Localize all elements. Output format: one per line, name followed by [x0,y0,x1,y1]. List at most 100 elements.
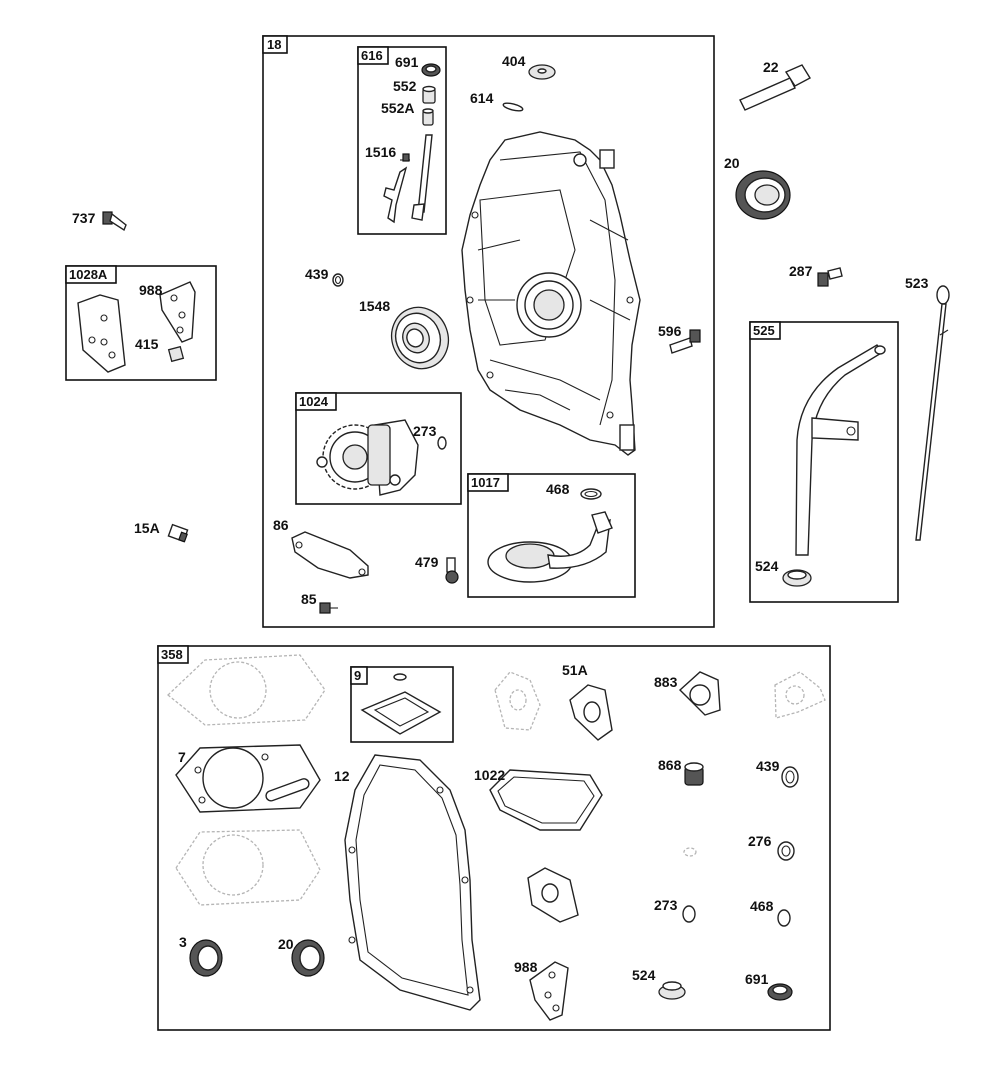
callout-86[interactable]: 86 [273,517,289,533]
callout-691-kit[interactable]: 691 [745,971,769,987]
group-616-tag[interactable]: 616 [361,48,383,63]
callout-439-kit[interactable]: 439 [756,758,780,774]
part-small-washer[interactable] [683,847,697,857]
callout-22[interactable]: 22 [763,59,779,75]
part-468-oring-kit[interactable] [777,909,791,927]
part-273-oring[interactable] [437,436,447,450]
part-oil-pickup-screen[interactable] [487,511,613,583]
callout-737[interactable]: 737 [72,210,96,226]
part-12-crankcase-gasket[interactable] [344,754,481,1011]
callout-552[interactable]: 552 [393,78,417,94]
callout-691-top[interactable]: 691 [395,54,419,70]
part-20-seal-kit[interactable] [291,939,325,977]
callout-468-top[interactable]: 468 [546,481,570,497]
part-552A-bushing[interactable] [422,108,434,126]
callout-523[interactable]: 523 [905,275,929,291]
part-1022-gasket[interactable] [489,769,603,831]
part-691-seal-small[interactable] [421,63,441,77]
group-1017-tag[interactable]: 1017 [471,475,500,490]
part-governor-bracket[interactable] [77,294,126,373]
part-439-oring[interactable] [332,273,344,287]
group-1028A-tag[interactable]: 1028A [69,267,108,282]
callout-12[interactable]: 12 [334,768,350,784]
callout-552A[interactable]: 552A [381,100,414,116]
callout-439-top[interactable]: 439 [305,266,329,282]
part-51A-gasket[interactable] [569,684,613,741]
group-1017-tag-box [467,473,509,492]
callout-287[interactable]: 287 [789,263,813,279]
group-18-tag[interactable]: 18 [267,37,281,52]
callout-524-kit[interactable]: 524 [632,967,656,983]
callout-415[interactable]: 415 [135,336,159,352]
part-468-oring[interactable] [580,488,602,500]
callout-883[interactable]: 883 [654,674,678,690]
part-287-screw[interactable] [817,267,843,287]
part-15A-connector[interactable] [167,523,189,543]
part-988-plate-kit[interactable] [529,961,569,1021]
part-404-washer[interactable] [528,64,556,80]
part-988-plate-small[interactable] [159,281,196,343]
part-524-plug[interactable] [782,569,812,587]
group-1024-tag-box [295,392,337,411]
part-524-plug-kit[interactable] [658,981,686,1000]
part-22-bolt[interactable] [739,64,811,111]
part-intake-gasket[interactable] [527,867,579,923]
callout-524-top[interactable]: 524 [755,558,779,574]
part-exhaust-gasket-alt[interactable] [774,671,826,719]
part-85-screw[interactable] [319,602,338,614]
part-596-screw[interactable] [669,329,701,354]
part-883-gasket[interactable] [678,671,721,716]
part-head-gasket-alt-bottom[interactable] [175,829,321,906]
callout-276[interactable]: 276 [748,833,772,849]
callout-7[interactable]: 7 [178,749,186,765]
part-oil-pump-gear[interactable] [316,419,419,496]
part-737-screw[interactable] [102,211,127,232]
part-276-oring[interactable] [777,841,795,861]
part-614-pin[interactable] [502,102,524,113]
callout-1022[interactable]: 1022 [474,767,505,783]
callout-85[interactable]: 85 [301,591,317,607]
part-20-seal[interactable] [735,170,791,220]
part-691-seal-kit[interactable] [767,983,793,1001]
part-head-gasket-alt-top[interactable] [167,654,326,726]
part-air-filter-gasket-kit[interactable] [360,673,442,735]
callout-3[interactable]: 3 [179,934,187,950]
group-358-tag[interactable]: 358 [161,647,183,662]
callout-868[interactable]: 868 [658,757,682,773]
part-dipstick-tube[interactable] [795,344,886,556]
callout-273-kit[interactable]: 273 [654,897,678,913]
group-1024-tag[interactable]: 1024 [299,394,329,409]
part-868-valve-seal[interactable] [684,762,704,786]
callout-1548[interactable]: 1548 [359,298,390,314]
part-governor-arm[interactable] [383,166,408,224]
callout-15A[interactable]: 15A [134,520,160,536]
callout-20-kit[interactable]: 20 [278,936,294,952]
callout-596[interactable]: 596 [658,323,682,339]
part-523-dipstick[interactable] [915,285,950,541]
callout-20-top[interactable]: 20 [724,155,740,171]
part-479-screw[interactable] [445,557,459,584]
part-273-oring-kit[interactable] [682,905,696,923]
callout-1516[interactable]: 1516 [365,144,396,160]
part-3-seal[interactable] [189,939,223,977]
callout-468-kit[interactable]: 468 [750,898,774,914]
part-552-bushing[interactable] [422,85,436,104]
callout-51A[interactable]: 51A [562,662,588,678]
part-1516-screw[interactable] [400,153,410,162]
part-86-gasket[interactable] [291,531,369,579]
callout-988-kit[interactable]: 988 [514,959,538,975]
part-7-head-gasket[interactable] [175,744,321,813]
group-9-tag[interactable]: 9 [354,668,361,683]
part-carb-gasket-alt[interactable] [494,671,541,731]
part-crankcase-cover[interactable] [461,131,641,456]
part-1548-bearing[interactable] [383,299,457,376]
callout-273-top[interactable]: 273 [413,423,437,439]
callout-404[interactable]: 404 [502,53,526,69]
part-439-oring-kit[interactable] [781,766,799,788]
part-415-nut[interactable] [167,345,185,363]
callout-988-top[interactable]: 988 [139,282,163,298]
group-525-tag[interactable]: 525 [753,323,775,338]
callout-614[interactable]: 614 [470,90,494,106]
callout-479[interactable]: 479 [415,554,439,570]
part-governor-shaft[interactable] [411,134,433,221]
